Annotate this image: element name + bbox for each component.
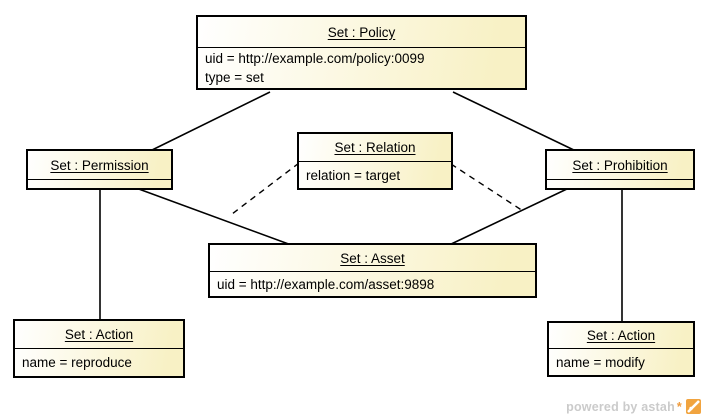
node-title: Set : Prohibition [547, 151, 693, 180]
node-set-action-modify[interactable]: Set : Action name = modify [547, 321, 695, 377]
attribute-name: name = reproduce [22, 355, 132, 370]
node-title: Set : Policy [198, 17, 525, 48]
node-attributes-empty [547, 180, 693, 188]
node-title: Set : Action [549, 323, 693, 349]
edge-policy-permission[interactable] [147, 91, 271, 153]
watermark-text: powered by astah [566, 399, 675, 414]
attribute-type: type = set [205, 70, 264, 85]
node-title: Set : Relation [299, 134, 451, 162]
node-title: Set : Permission [28, 151, 171, 180]
node-attributes: name = reproduce [15, 349, 183, 376]
node-set-relation[interactable]: Set : Relation relation = target [297, 132, 453, 190]
attribute-name: name = modify [556, 354, 645, 370]
node-set-prohibition[interactable]: Set : Prohibition [545, 149, 695, 190]
edge-prohibition-asset[interactable] [446, 187, 570, 247]
astah-logo-icon [686, 399, 701, 414]
node-attributes: name = modify [549, 349, 693, 375]
edge-policy-prohibition[interactable] [452, 91, 579, 153]
node-set-action-reproduce[interactable]: Set : Action name = reproduce [13, 319, 185, 378]
edge-relation-permission-link[interactable] [231, 162, 300, 215]
edge-relation-prohibition-link[interactable] [450, 163, 524, 212]
node-attributes-empty [28, 180, 171, 188]
node-attributes: uid = http://example.com/policy:0099 typ… [198, 48, 525, 88]
node-set-permission[interactable]: Set : Permission [26, 149, 173, 190]
edge-permission-asset[interactable] [135, 187, 295, 247]
node-title: Set : Asset [210, 245, 535, 272]
node-attributes: relation = target [299, 162, 451, 188]
attribute-uid: uid = http://example.com/asset:9898 [217, 276, 435, 292]
watermark-star: * [676, 399, 682, 414]
attribute-uid: uid = http://example.com/policy:0099 [205, 51, 425, 66]
astah-watermark: powered by astah* [566, 399, 701, 414]
node-attributes: uid = http://example.com/asset:9898 [210, 272, 535, 296]
attribute-relation: relation = target [306, 167, 401, 183]
node-set-asset[interactable]: Set : Asset uid = http://example.com/ass… [208, 243, 537, 298]
node-title: Set : Action [15, 321, 183, 349]
node-set-policy[interactable]: Set : Policy uid = http://example.com/po… [196, 15, 527, 90]
